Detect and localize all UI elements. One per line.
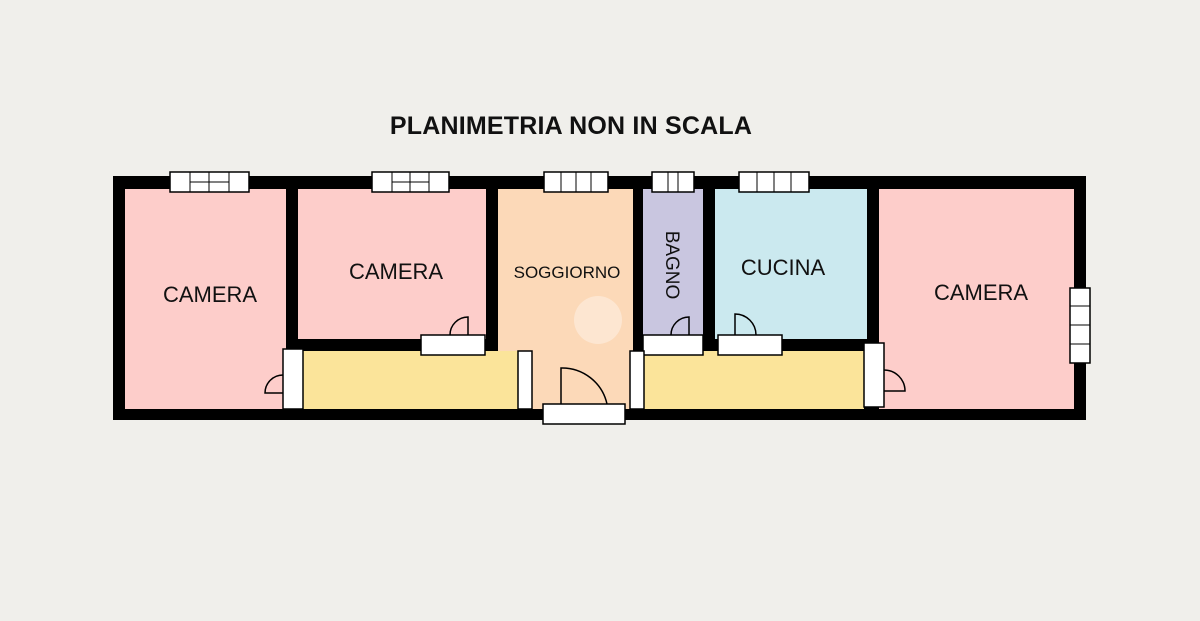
- doors: [264, 313, 906, 425]
- room-camera-1: [125, 189, 286, 409]
- room-label-camera-1: CAMERA: [163, 282, 257, 307]
- room-camera-2: [298, 189, 486, 339]
- plan-title: PLANIMETRIA NON IN SCALA: [389, 112, 753, 140]
- room-label-cucina: CUCINA: [741, 255, 826, 280]
- room-camera-3: [879, 189, 1074, 409]
- room-label-soggiorno: SOGGIORNO: [514, 263, 621, 282]
- room-label-camera-3: CAMERA: [934, 280, 1028, 305]
- corridor-right: [643, 351, 864, 409]
- room-label-bagno: BAGNO: [661, 231, 682, 300]
- corridor-left: [298, 351, 520, 409]
- room-bagno: [643, 189, 703, 339]
- windows: [169, 171, 1091, 364]
- room-label-camera-2: CAMERA: [349, 259, 443, 284]
- watermark-logo: [574, 296, 622, 344]
- room-soggiorno: [498, 189, 633, 351]
- room-soggiorno-lower: [532, 351, 633, 409]
